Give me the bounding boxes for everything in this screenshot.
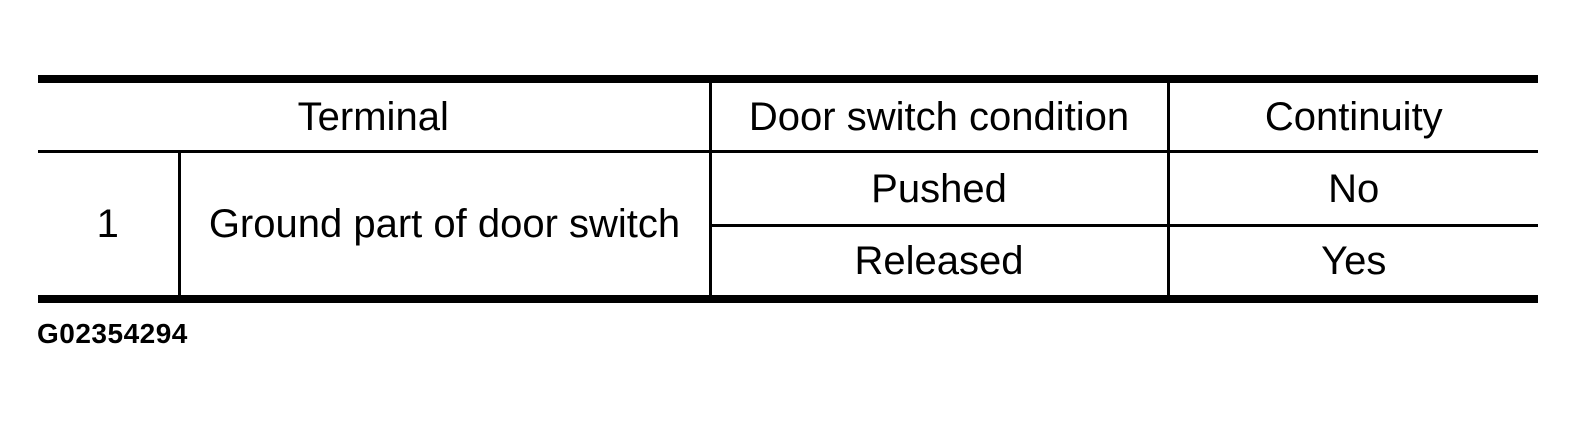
header-terminal: Terminal	[38, 83, 712, 153]
cell-terminal-description: Ground part of door switch	[179, 151, 712, 295]
cell-terminal-number: 1	[38, 151, 181, 295]
table-row: Released Yes	[38, 225, 1538, 295]
table-header-row: Terminal Door switch condition Continuit…	[38, 83, 1538, 153]
cell-continuity-yes: Yes	[1168, 225, 1538, 295]
cell-continuity-no: No	[1168, 151, 1538, 227]
cell-condition-released: Released	[710, 225, 1170, 295]
continuity-spec-table: Terminal Door switch condition Continuit…	[38, 75, 1538, 303]
header-door-switch-condition: Door switch condition	[710, 83, 1170, 153]
table-row: 1 Ground part of door switch Pushed No	[38, 151, 1538, 295]
cell-condition-pushed: Pushed	[710, 151, 1170, 227]
header-continuity: Continuity	[1168, 83, 1538, 153]
terminal-continuity-table: Terminal Door switch condition Continuit…	[38, 83, 1538, 295]
figure-id: G02354294	[37, 318, 188, 349]
